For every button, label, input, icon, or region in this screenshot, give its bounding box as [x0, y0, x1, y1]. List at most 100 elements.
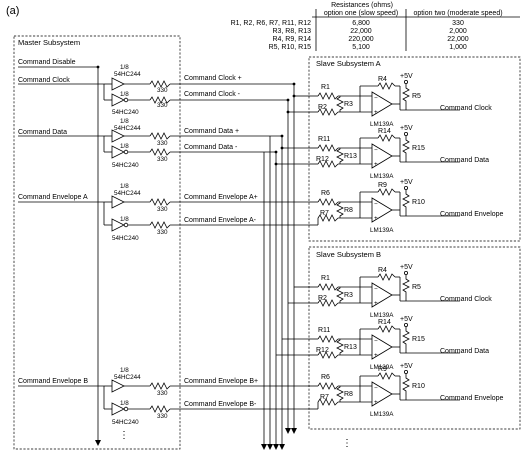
slave-output-label: Command Clock	[440, 296, 492, 303]
resistor-r-shunt	[336, 386, 344, 402]
resistor-value: 330	[157, 206, 168, 213]
resistor-value: 330	[157, 156, 168, 163]
resistor-r-bottom	[317, 398, 339, 406]
table-title: Resistances (ohms)	[331, 2, 393, 9]
resistor-r-pullup	[402, 275, 410, 301]
master-channel-clock: Command Clock 1/8 54HC244 1/8 54HC240 33…	[18, 64, 294, 116]
distribution-bus	[261, 82, 309, 450]
inverter-gate	[111, 93, 125, 107]
table-row-resistors: R1, R2, R6, R7, R11, R12	[231, 20, 312, 27]
r-feedback-label: R4	[378, 76, 387, 83]
master-input-label: Command Envelope B	[18, 378, 88, 385]
slave-output-label: Command Envelope	[440, 211, 504, 218]
r-feedback-label: R9	[378, 182, 387, 189]
table-row-option-one: 6,800	[352, 20, 370, 27]
junction-dot	[96, 65, 100, 69]
table-row-option-two: 2,000	[449, 28, 467, 35]
figure-label: (a)	[6, 5, 19, 17]
r-top-label: R6	[321, 190, 330, 197]
comparator-label: LM139A	[370, 312, 394, 319]
resistor-r-pullup	[402, 374, 410, 400]
svg-text:−: −	[374, 338, 378, 345]
slave-b-channel-clock: R1 R2 R3 − + LM139A R4 +5V R5 Command Cl…	[309, 264, 492, 319]
r-bottom-label: R2	[318, 104, 327, 111]
r-top-label: R1	[321, 275, 330, 282]
output-label-minus: Command Clock -	[184, 91, 241, 98]
buffer-part: 54HC244	[114, 190, 141, 197]
series-resistor	[149, 148, 171, 156]
inverter-fraction: 1/8	[120, 143, 129, 150]
master-input-label: Command Envelope A	[18, 194, 88, 201]
resistor-r-shunt	[336, 96, 344, 112]
r-feedback-label: R14	[378, 319, 391, 326]
continuation-dots: ⋮	[119, 430, 129, 441]
comparator	[371, 282, 393, 308]
resistor-value: 330	[157, 229, 168, 236]
r-pullup-label: R15	[412, 145, 425, 152]
svg-text:+: +	[374, 352, 378, 359]
continuation-dots: ⋮	[342, 438, 352, 449]
slave-a-channel-clock: R1 R2 R3 − + LM139A R4 +5V R5 Command Cl…	[309, 73, 492, 128]
svg-text:−: −	[374, 95, 378, 102]
resistor-r-feedback	[377, 273, 396, 281]
svg-text:+: +	[374, 399, 378, 406]
supply-label: +5V	[400, 73, 413, 80]
resistor-r-shunt	[336, 202, 344, 218]
output-label-plus: Command Envelope A+	[184, 194, 258, 201]
svg-text:+: +	[374, 109, 378, 116]
resistor-value: 330	[157, 102, 168, 109]
resistor-r-feedback	[377, 188, 396, 196]
inverter-part: 54HC240	[112, 162, 139, 169]
comparator	[371, 334, 393, 360]
output-label-minus: Command Envelope B-	[184, 401, 257, 408]
series-resistor	[149, 96, 171, 104]
r-top-label: R1	[321, 84, 330, 91]
inverter-part: 54HC240	[112, 419, 139, 426]
r-feedback-label: R9	[378, 366, 387, 373]
resistor-r-feedback	[377, 325, 396, 333]
table-row-option-two: 22,000	[447, 36, 469, 43]
master-channel-envelope-b: Command Envelope B 1/8 54HC244 1/8 54HC2…	[18, 367, 309, 426]
output-label-plus: Command Envelope B+	[184, 378, 258, 385]
supply-label: +5V	[400, 316, 413, 323]
resistor-r-pullup	[402, 84, 410, 110]
master-subsystem-box	[13, 35, 181, 450]
comparator-label: LM139A	[370, 364, 394, 371]
svg-text:+: +	[374, 215, 378, 222]
slave-output-label: Command Envelope	[440, 395, 504, 402]
resistance-table: Resistances (ohms) option one (slow spee…	[231, 2, 520, 51]
comparator-label: LM139A	[370, 173, 394, 180]
resistor-r-pullup	[402, 136, 410, 162]
output-label-plus: Command Data +	[184, 128, 239, 135]
table-row-resistors: R3, R8, R13	[272, 28, 311, 35]
resistor-r-feedback	[377, 82, 396, 90]
table-row-option-one: 22,000	[350, 28, 372, 35]
output-label-plus: Command Clock +	[184, 75, 242, 82]
resistor-r-top	[317, 382, 339, 390]
svg-text:−: −	[374, 147, 378, 154]
output-label-minus: Command Data -	[184, 144, 238, 151]
r-pullup-label: R5	[412, 93, 421, 100]
buffer-fraction: 1/8	[120, 183, 129, 190]
svg-text:+: +	[374, 161, 378, 168]
r-top-label: R11	[318, 136, 330, 143]
slave-subsystem-b-box	[308, 246, 521, 430]
comparator-label: LM139A	[370, 411, 394, 418]
table-header-option-one: option one (slow speed)	[324, 10, 398, 17]
enable-bus-arrow	[95, 440, 101, 446]
slave-a-channel-envelope: R6 R7 R8 − + LM139A R9 +5V R10 Command E…	[309, 179, 504, 234]
buffer-gate	[111, 379, 125, 393]
buffer-part: 54HC244	[114, 71, 141, 78]
r-top-label: R6	[321, 374, 330, 381]
inverter-fraction: 1/8	[120, 91, 129, 98]
comparator-label: LM139A	[370, 227, 394, 234]
inverter-gate	[111, 402, 125, 416]
buffer-gate	[111, 195, 125, 209]
resistor-r-pullup	[402, 327, 410, 353]
slave-output-label: Command Data	[440, 157, 489, 164]
slave-subsystem-b-title: Slave Subsystem B	[316, 250, 381, 259]
r-bottom-label: R2	[318, 295, 327, 302]
supply-label: +5V	[400, 363, 413, 370]
resistor-r-feedback	[377, 134, 396, 142]
